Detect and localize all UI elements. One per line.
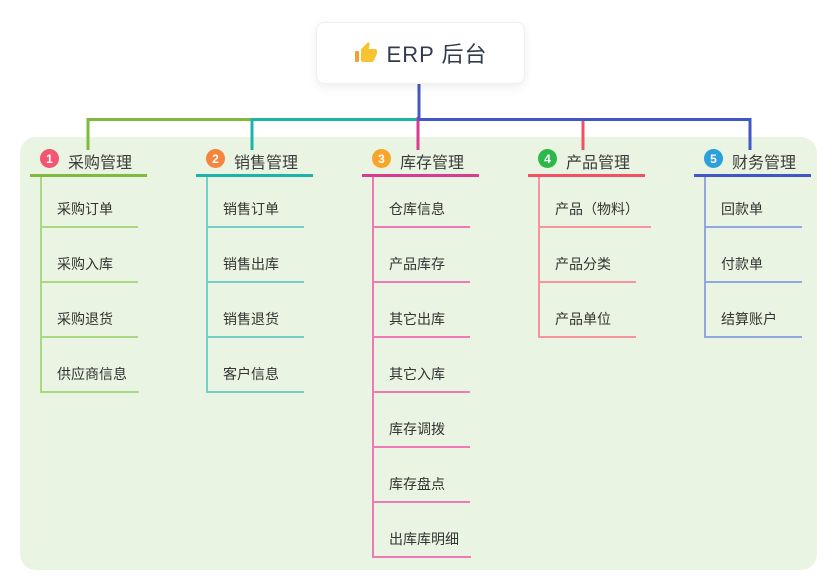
branch-finance-header[interactable]: 5 财务管理	[694, 147, 811, 177]
node-other-inbound[interactable]: 其它入库	[372, 363, 470, 393]
node-supplier-info[interactable]: 供应商信息	[40, 363, 139, 393]
node-product-stock[interactable]: 产品库存	[372, 253, 470, 283]
branch-title: 财务管理	[732, 154, 797, 172]
branch-product-header[interactable]: 4 产品管理	[528, 147, 645, 177]
branch-spine	[206, 177, 208, 393]
node-payment-bill[interactable]: 付款单	[704, 253, 802, 283]
node-product-category[interactable]: 产品分类	[538, 253, 636, 283]
root-node-title: ERP 后台	[386, 42, 488, 67]
branch-purchase: 1 采购管理 采购订单 采购入库 采购退货 供应商信息	[30, 147, 180, 393]
badge-2: 2	[206, 149, 225, 168]
branch-spine	[40, 177, 42, 393]
branch-inventory: 3 库存管理 仓库信息 产品库存 其它出库 其它入库 库存调拨 库存盘点 出库库…	[362, 147, 512, 558]
branch-title: 产品管理	[566, 154, 631, 172]
node-settlement-account[interactable]: 结算账户	[704, 308, 802, 338]
node-stock-transfer[interactable]: 库存调拨	[372, 418, 470, 448]
node-customer-info[interactable]: 客户信息	[206, 363, 304, 393]
node-product-material[interactable]: 产品（物料）	[538, 198, 651, 228]
node-purchase-return[interactable]: 采购退货	[40, 308, 138, 338]
node-purchase-inbound[interactable]: 采购入库	[40, 253, 138, 283]
branch-spine	[704, 177, 706, 338]
branch-product: 4 产品管理 产品（物料） 产品分类 产品单位	[528, 147, 678, 338]
badge-4: 4	[538, 149, 557, 168]
branch-title: 库存管理	[400, 154, 465, 172]
branch-title: 销售管理	[234, 154, 299, 172]
node-receipt-bill[interactable]: 回款单	[704, 198, 802, 228]
node-outbound-detail[interactable]: 出库库明细	[372, 528, 471, 558]
node-sales-return[interactable]: 销售退货	[206, 308, 304, 338]
node-warehouse-info[interactable]: 仓库信息	[372, 198, 470, 228]
thumbs-up-icon	[354, 41, 378, 65]
node-sales-outbound[interactable]: 销售出库	[206, 253, 304, 283]
node-other-outbound[interactable]: 其它出库	[372, 308, 470, 338]
branch-sales-header[interactable]: 2 销售管理	[196, 147, 313, 177]
branch-finance: 5 财务管理 回款单 付款单 结算账户	[694, 147, 839, 338]
root-node-erp[interactable]: ERP 后台	[316, 22, 525, 84]
node-purchase-order[interactable]: 采购订单	[40, 198, 138, 228]
node-product-unit[interactable]: 产品单位	[538, 308, 636, 338]
branch-title: 采购管理	[68, 154, 133, 172]
badge-1: 1	[40, 149, 59, 168]
branch-sales: 2 销售管理 销售订单 销售出库 销售退货 客户信息	[196, 147, 346, 393]
badge-5: 5	[704, 149, 723, 168]
branch-spine	[372, 177, 374, 558]
branch-spine	[538, 177, 540, 338]
branches-panel	[20, 137, 817, 570]
badge-3: 3	[372, 149, 391, 168]
node-sales-order[interactable]: 销售订单	[206, 198, 304, 228]
branch-purchase-header[interactable]: 1 采购管理	[30, 147, 147, 177]
node-stock-count[interactable]: 库存盘点	[372, 473, 470, 503]
branch-inventory-header[interactable]: 3 库存管理	[362, 147, 479, 177]
